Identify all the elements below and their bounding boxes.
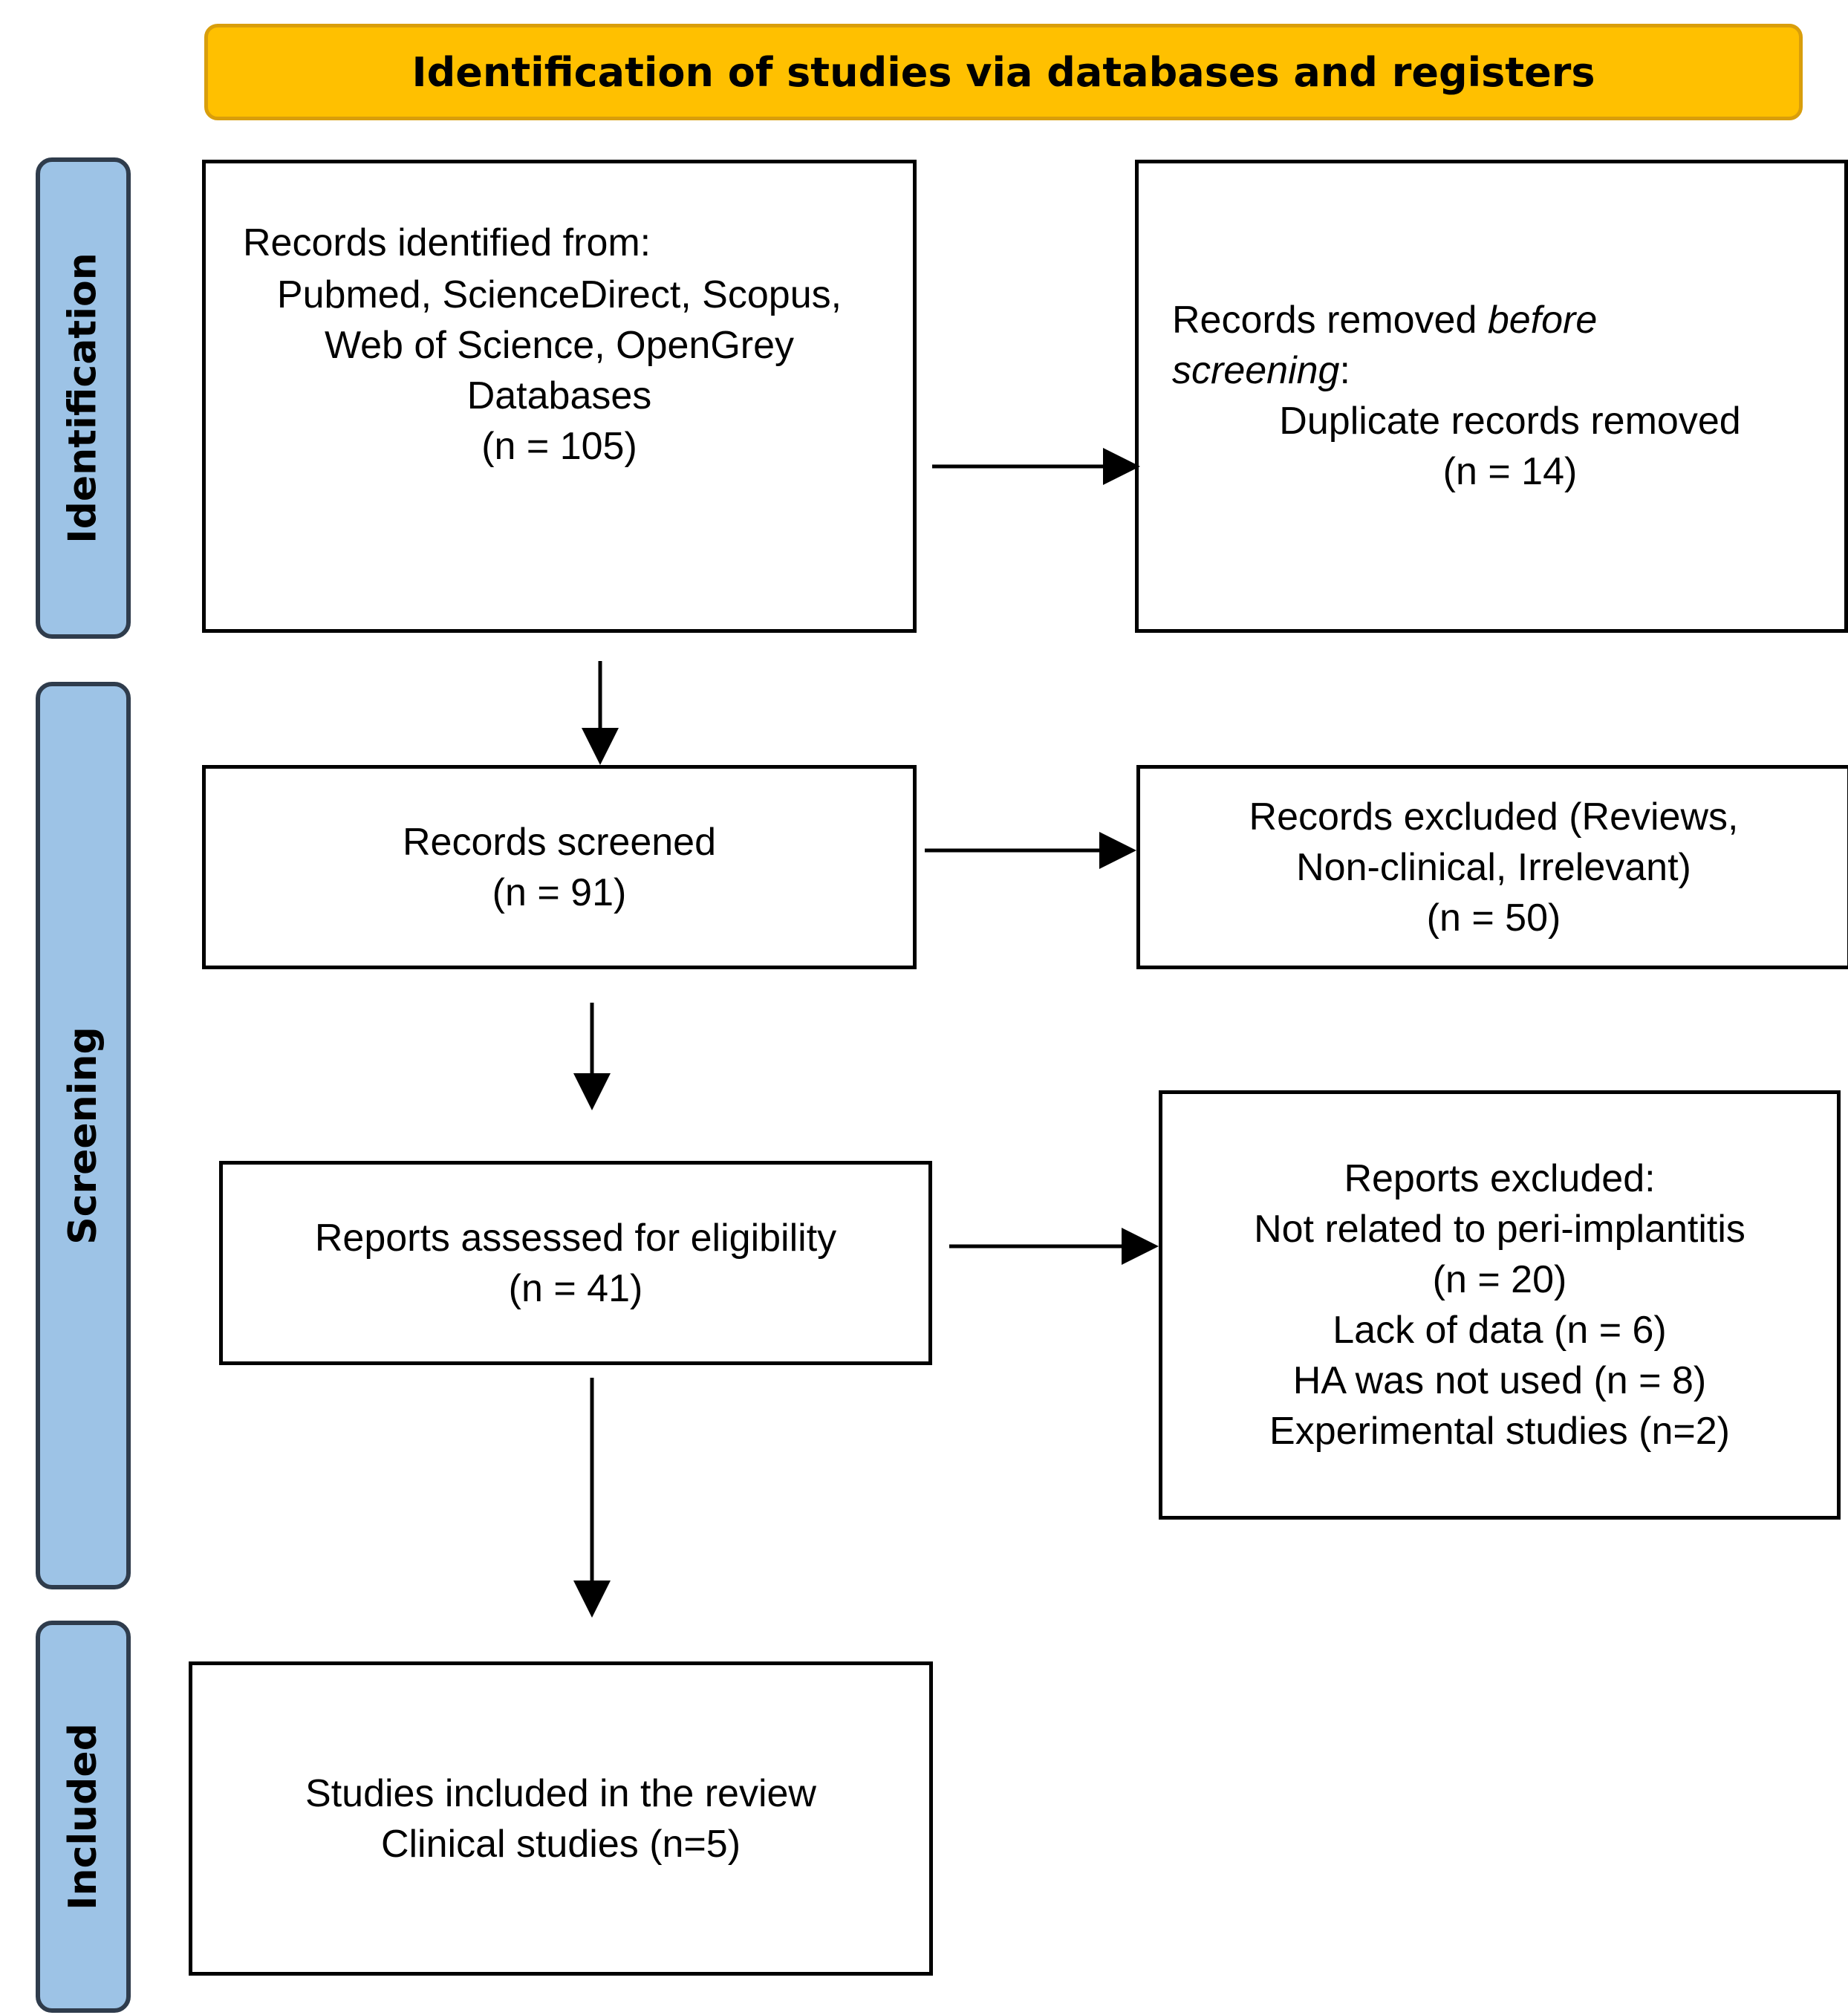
records-screened-count: (n = 91) [492,870,627,914]
studies-included-line1: Studies included in the review [305,1771,816,1815]
reports-assessed-label: Reports assessed for eligibility [314,1216,837,1260]
reports-excluded-reason-2: Lack of data (n = 6) [1333,1309,1667,1352]
records-removed-intro-text: Records removed [1172,299,1488,342]
records-excluded-box: Records excluded (Reviews, Non-clinical,… [1136,765,1848,969]
header-title: Identification of studies via databases … [411,48,1595,96]
stage-identification: Identification [36,157,131,639]
reports-excluded-reason-3: HA was not used (n = 8) [1292,1359,1707,1402]
records-excluded-count: (n = 50) [1426,896,1561,940]
records-identified-count: (n = 105) [481,425,637,468]
studies-included-line2: Clinical studies (n=5) [380,1822,741,1866]
studies-included-box: Studies included in the review Clinical … [189,1661,933,1976]
records-removed-colon: : [1339,349,1350,392]
records-removed-before: before [1487,299,1598,342]
reports-assessed-box: Reports assessed for eligibility (n = 41… [219,1161,932,1365]
records-removed-intro: Records removed before [1172,295,1597,345]
reports-excluded-reason-1-count: (n = 20) [1432,1258,1567,1301]
records-identified-sources: Pubmed, ScienceDirect, Scopus, [276,273,842,316]
records-identified-sources-2: Web of Science, OpenGrey [324,324,795,367]
records-removed-screening-text: screening [1172,349,1340,392]
records-removed-count: (n = 14) [1442,450,1578,493]
reports-excluded-box: Reports excluded: Not related to peri-im… [1159,1090,1841,1520]
records-removed-duplicates: Duplicate records removed [1279,400,1741,443]
reports-excluded-reason-4: Experimental studies (n=2) [1269,1410,1730,1453]
records-screened-label: Records screened [403,820,716,864]
records-screened-box: Records screened (n = 91) [202,765,917,969]
records-identified-intro: Records identified from: [243,221,651,264]
records-excluded-line2: Non-clinical, Irrelevant) [1296,845,1691,889]
records-identified-sources-3: Databases [466,374,652,417]
stage-screening: Screening [36,682,131,1589]
header-banner: Identification of studies via databases … [204,24,1803,120]
records-identified-box: Records identified from: Pubmed, Science… [202,160,917,633]
stage-included: Included [36,1621,131,2013]
reports-excluded-title: Reports excluded: [1344,1157,1656,1200]
records-removed-box: Records removed before screening: Duplic… [1135,160,1848,633]
records-excluded-line1: Records excluded (Reviews, [1249,795,1739,839]
records-removed-screening: screening: [1172,345,1350,396]
reports-assessed-count: (n = 41) [508,1266,643,1310]
reports-excluded-reason-1: Not related to peri-implantitis [1254,1208,1745,1251]
